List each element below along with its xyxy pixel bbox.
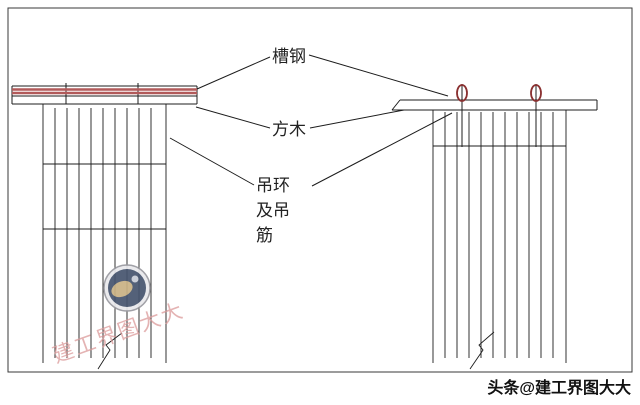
watermark-logo-icon — [103, 264, 151, 312]
lifting-rings — [456, 84, 542, 102]
lifting-ring-icon — [456, 84, 468, 102]
break-symbol — [97, 332, 123, 370]
leader-square-timber-left — [195, 106, 271, 129]
leader-lifting-ring-left — [169, 137, 255, 186]
label-lifting-ring-1: 吊环 — [256, 176, 290, 195]
leader-channel-steel-right — [308, 54, 449, 97]
channel-steel-lines — [12, 88, 197, 95]
right-column — [432, 110, 567, 370]
left-column — [42, 104, 167, 370]
label-lifting-ring-2: 及吊 — [256, 201, 290, 220]
break-symbol — [469, 331, 495, 370]
caption-byline: 头条@建工界图大大 — [487, 378, 631, 397]
label-channel-steel: 槽钢 — [272, 47, 306, 66]
logo-bird-shape — [111, 280, 133, 298]
leader-channel-steel-left — [196, 56, 271, 90]
lifting-ring-icon — [530, 84, 542, 102]
leader-lines — [169, 54, 453, 187]
watermark: 建工界图大大 — [50, 264, 187, 368]
linework — [11, 54, 598, 370]
slab-left-cap — [391, 99, 401, 111]
logo-highlight — [131, 275, 139, 283]
drawing-border — [7, 7, 633, 373]
right-slab — [391, 84, 598, 147]
label-square-timber: 方木 — [272, 120, 306, 139]
leader-lifting-ring-right — [311, 112, 453, 187]
leader-square-timber-right — [309, 109, 405, 129]
annotation-labels: 槽钢 方木 吊环 及吊 筋 — [256, 47, 306, 245]
label-lifting-ring-3: 筋 — [256, 226, 273, 245]
